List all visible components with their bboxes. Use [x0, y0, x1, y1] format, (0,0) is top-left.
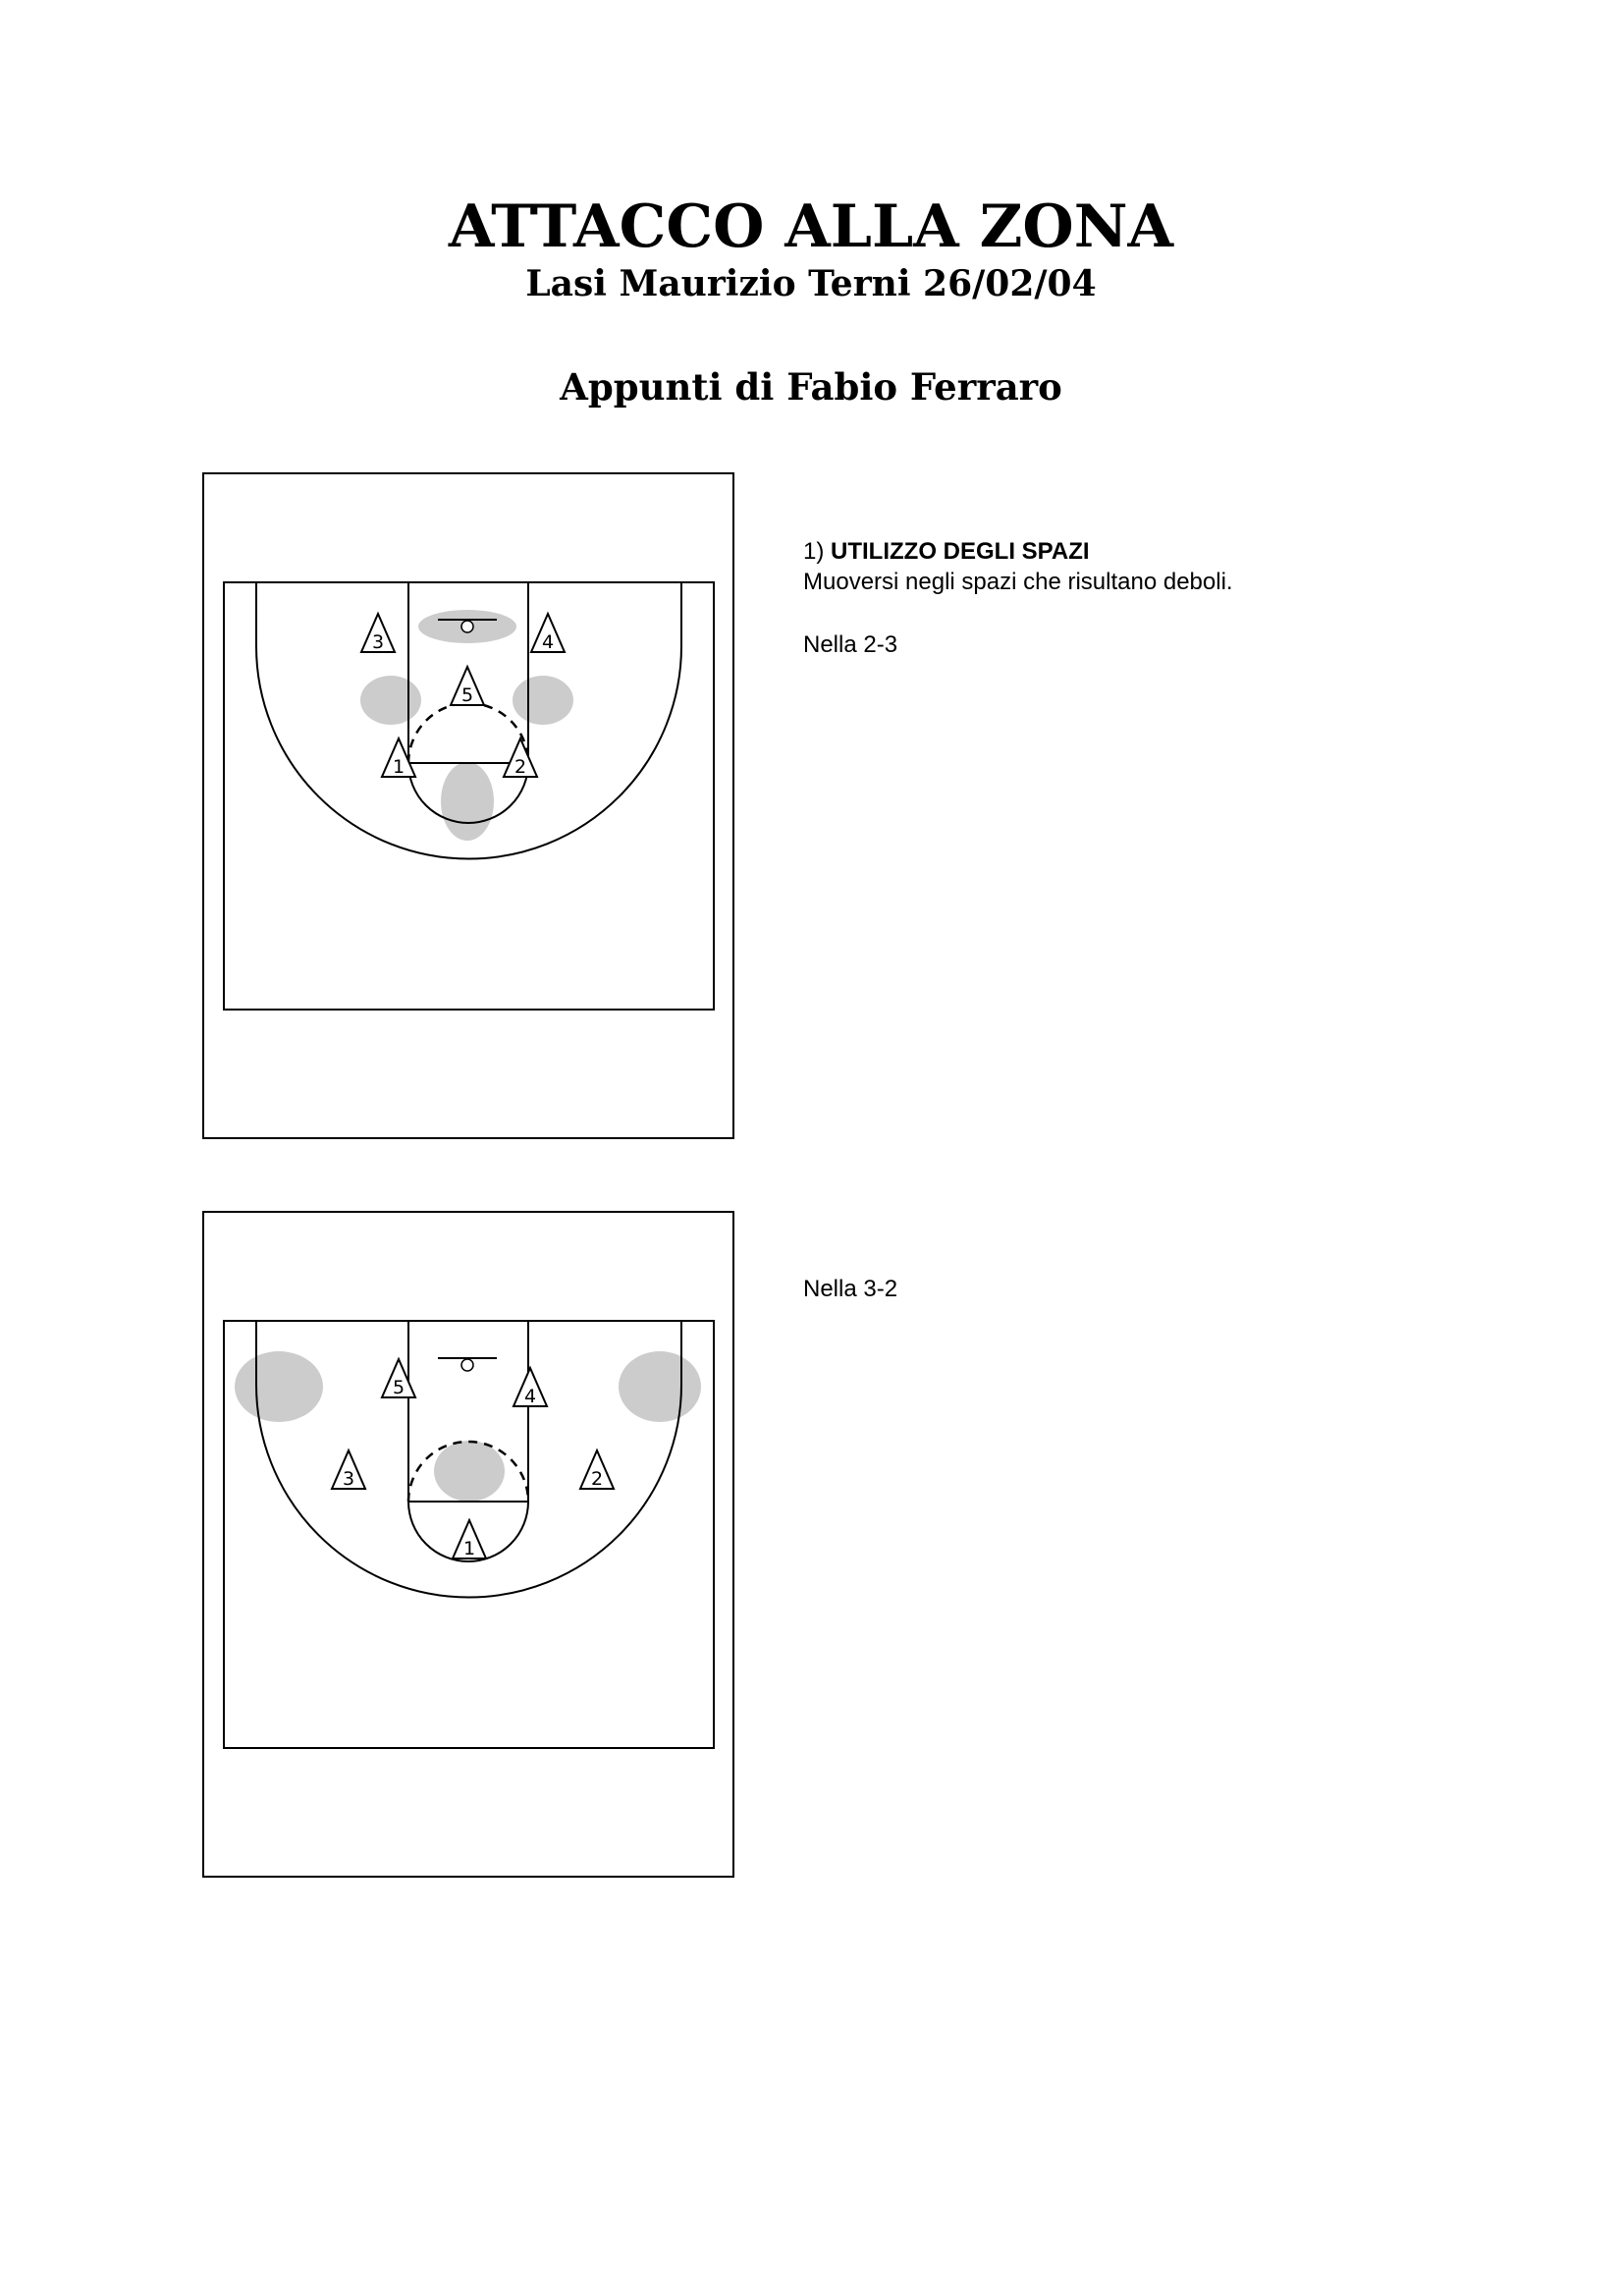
notes-author: Appunti di Fabio Ferraro	[560, 365, 1062, 409]
spacer	[803, 597, 1549, 629]
document-title: ATTACCO ALLA ZONA	[448, 192, 1174, 261]
player-number: 1	[463, 1538, 475, 1559]
player-marker: 3	[330, 1448, 367, 1490]
player-marker: 5	[449, 664, 486, 706]
section-heading-line: 1) UTILIZZO DEGLI SPAZI	[803, 536, 1549, 567]
player-marker: 3	[359, 611, 397, 653]
section-space-usage: 1) UTILIZZO DEGLI SPAZI Muoversi negli s…	[803, 536, 1549, 660]
court-drawing: 5 4 3 2 1	[223, 1320, 715, 1749]
player-marker: 4	[512, 1365, 549, 1407]
diagram-caption-2-3: Nella 2-3	[803, 631, 898, 658]
player-number: 1	[393, 756, 405, 778]
player-number: 3	[343, 1468, 354, 1490]
player-number: 5	[393, 1377, 405, 1398]
player-marker: 1	[380, 736, 417, 778]
three-point-line	[255, 1321, 682, 1599]
player-number: 2	[591, 1468, 603, 1490]
free-throw-circle-dashed	[406, 701, 530, 764]
player-marker: 2	[502, 736, 539, 778]
player-marker: 1	[451, 1517, 488, 1559]
section-description: Muoversi negli spazi che risultano debol…	[803, 569, 1233, 595]
court-drawing: 3 4 5 1 2	[223, 581, 715, 1011]
player-number: 4	[542, 631, 554, 653]
weak-zone	[441, 762, 494, 841]
weak-zone	[434, 1441, 505, 1502]
player-marker: 4	[529, 611, 567, 653]
section-heading: UTILIZZO DEGLI SPAZI	[831, 538, 1090, 565]
player-number: 4	[524, 1386, 536, 1407]
diagram-caption-3-2: Nella 3-2	[803, 1276, 898, 1302]
hoop	[460, 1358, 474, 1372]
player-marker: 2	[578, 1448, 616, 1490]
player-number: 2	[514, 756, 526, 778]
document-subtitle: Lasi Maurizio Terni 26/02/04	[525, 263, 1097, 304]
free-throw-circle	[407, 762, 529, 824]
weak-zone	[619, 1351, 701, 1422]
player-number: 3	[372, 631, 384, 653]
free-throw-lane	[407, 1320, 529, 1503]
player-number: 5	[461, 684, 473, 706]
weak-zone	[360, 676, 421, 725]
weak-zone	[235, 1351, 323, 1422]
weak-zone	[513, 676, 573, 725]
hoop	[460, 620, 474, 633]
section-3-2-zone: Nella 3-2	[803, 1274, 1549, 1304]
three-point-line	[255, 582, 682, 860]
free-throw-lane	[407, 581, 529, 764]
free-throw-circle-dashed	[406, 1440, 530, 1503]
player-marker: 5	[380, 1356, 417, 1398]
section-number: 1)	[803, 538, 825, 565]
court-diagram-3-2-zone: 5 4 3 2 1	[202, 1211, 734, 1878]
court-diagram-2-3-zone: 3 4 5 1 2	[202, 472, 734, 1139]
free-throw-circle	[407, 1501, 529, 1562]
